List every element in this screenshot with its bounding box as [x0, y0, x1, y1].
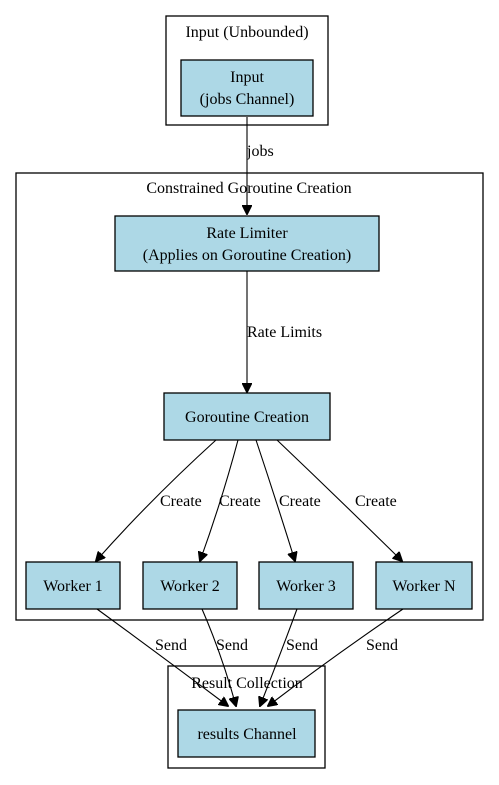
cluster-result-label: Result Collection [191, 675, 303, 692]
edge-create-2: Create [200, 439, 261, 561]
node-worker-1: Worker 1 [25, 561, 121, 610]
edge-create-1: Create [96, 439, 217, 561]
node-goroutine-creation: Goroutine Creation [163, 392, 331, 441]
node-worker-n: Worker N [375, 561, 473, 610]
node-worker-1-label: Worker 1 [43, 578, 103, 595]
node-worker-3: Worker 3 [258, 561, 354, 610]
cluster-constrained-label: Constrained Goroutine Creation [146, 180, 351, 197]
node-worker-2: Worker 2 [142, 561, 238, 610]
edge-send-1: Send [96, 608, 228, 706]
edge-create-2-label: Create [219, 493, 261, 510]
edge-send-2-label: Send [216, 637, 248, 654]
edge-rate-limits-label: Rate Limits [247, 324, 322, 341]
edge-send-1-label: Send [155, 637, 187, 654]
edge-create-3: Create [255, 439, 321, 561]
edge-send-3-label: Send [286, 637, 318, 654]
node-input-line2: (jobs Channel) [200, 91, 295, 108]
edge-jobs-label: jobs [246, 143, 274, 160]
node-worker-2-label: Worker 2 [160, 578, 220, 595]
node-worker-n-label: Worker N [392, 578, 456, 595]
cluster-input-label: Input (Unbounded) [185, 24, 308, 41]
edge-rate-limits: Rate Limits [247, 271, 322, 392]
node-rate-limiter-line1: Rate Limiter [206, 225, 288, 242]
edge-send-n: Send [268, 608, 404, 706]
edge-create-3-label: Create [279, 493, 321, 510]
node-results-channel-label: results Channel [197, 726, 297, 743]
cluster-constrained: Constrained Goroutine Creation [15, 172, 484, 621]
edge-create-n: Create [276, 439, 402, 561]
edge-create-n-label: Create [355, 493, 397, 510]
edge-send-3: Send [260, 608, 318, 706]
edge-send-n-label: Send [366, 637, 398, 654]
cluster-result [167, 665, 326, 769]
node-rate-limiter-line2: (Applies on Goroutine Creation) [143, 247, 351, 264]
edge-jobs: jobs [246, 117, 274, 214]
node-worker-3-label: Worker 3 [276, 578, 336, 595]
node-input: Input (jobs Channel) [180, 59, 314, 117]
edge-create-1-label: Create [160, 493, 202, 510]
node-rate-limiter: Rate Limiter (Applies on Goroutine Creat… [114, 215, 380, 272]
node-results-channel: results Channel [177, 709, 316, 758]
node-goroutine-creation-label: Goroutine Creation [185, 409, 309, 426]
node-input-line1: Input [230, 69, 264, 86]
edge-send-2: Send [201, 608, 248, 706]
